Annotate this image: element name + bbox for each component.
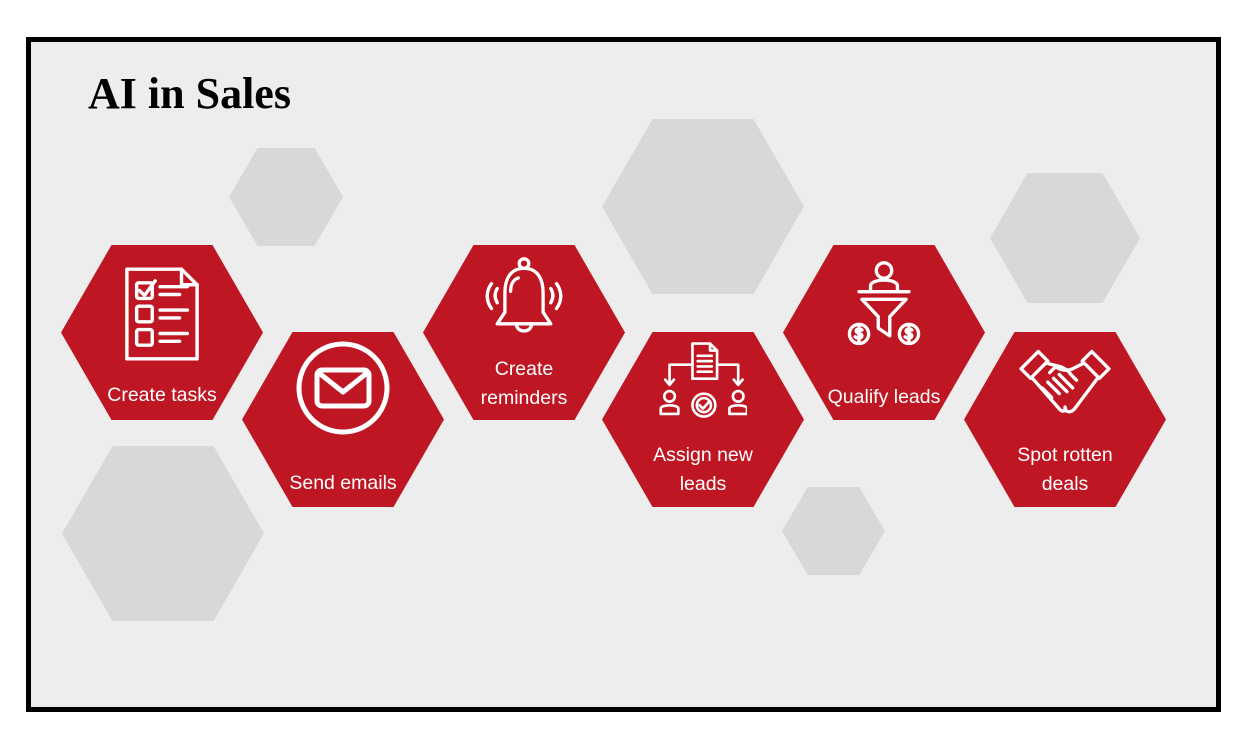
create-tasks-label: Create tasks: [107, 384, 217, 406]
decor-hexagon: [782, 487, 885, 575]
assign-leads-icon: [659, 342, 747, 418]
spot-rotten-deals-label-line1: Spot rotten: [1017, 444, 1113, 466]
decor-hexagon: [602, 119, 804, 294]
envelope-icon: [296, 341, 390, 435]
assign-new-leads-label-line2: leads: [679, 473, 727, 495]
assign-new-leads-hexagon: Assign new leads: [602, 332, 804, 507]
checklist-icon: [125, 267, 199, 361]
qualify-leads-label: Qualify leads: [827, 386, 941, 408]
decor-hexagon: [62, 446, 264, 621]
qualify-leads-hexagon: Qualify leads: [783, 245, 985, 420]
handshake-icon: [1019, 349, 1111, 414]
slide: AI in Sales Create tasks Send emails: [26, 37, 1221, 712]
slide-title: AI in Sales: [88, 69, 291, 118]
spot-rotten-deals-label-line2: deals: [1041, 473, 1089, 495]
funnel-icon: [847, 261, 921, 346]
assign-new-leads-label-line1: Assign new: [653, 444, 753, 466]
bell-icon: [485, 257, 563, 333]
send-emails-label: Send emails: [289, 472, 397, 494]
decor-hexagon: [990, 173, 1140, 303]
create-reminders-hexagon: Create reminders: [423, 245, 625, 420]
create-reminders-label-line1: Create: [494, 358, 554, 380]
create-tasks-hexagon: Create tasks: [61, 245, 263, 420]
spot-rotten-deals-hexagon: Spot rotten deals: [964, 332, 1166, 507]
send-emails-hexagon: Send emails: [242, 332, 444, 507]
decor-hexagon: [229, 148, 343, 246]
create-reminders-label-line2: reminders: [480, 387, 568, 409]
